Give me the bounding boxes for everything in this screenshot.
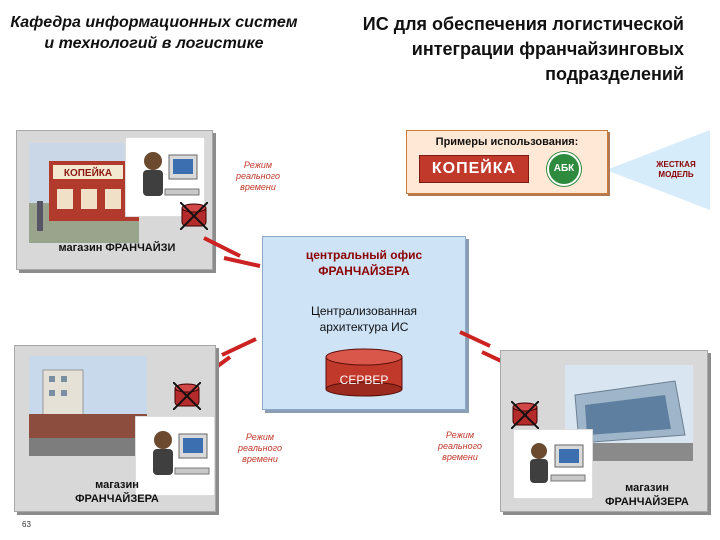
- hard-model-label: ЖЕСТКАЯ МОДЕЛЬ: [656, 160, 696, 179]
- examples-title: Примеры использования:: [435, 136, 579, 148]
- network-link-top: [203, 236, 261, 268]
- local-database-icon-left: [172, 381, 202, 411]
- abk-logo-text: АБК: [553, 163, 575, 174]
- franchisor-store-right-label: магазин ФРАНЧАЙЗЕРА: [605, 482, 689, 508]
- operator-at-computer-icon-right: [513, 429, 593, 499]
- realtime-label-top: Режим реального времени: [236, 160, 280, 192]
- architecture-label: Централизованная архитектура ИС: [310, 304, 418, 334]
- building-photo-left: [29, 356, 147, 456]
- local-database-icon-right: [511, 401, 539, 429]
- kopeika-logo-text: КОПЕЙКА: [431, 160, 517, 177]
- kopeika-logo: КОПЕЙКА: [419, 155, 529, 183]
- franchisor-store-right-panel: магазин ФРАНЧАЙЗЕРА: [500, 350, 708, 512]
- examples-box: Примеры использования: КОПЕЙКА АБК: [406, 130, 608, 194]
- realtime-label-right: Режим реального времени: [438, 430, 482, 462]
- server-label: СЕРВЕР: [339, 373, 389, 387]
- franchisor-store-left-label: магазин ФРАНЧАЙЗЕРА: [75, 479, 159, 505]
- franchisee-store-panel: КОПЕЙКА магазин ФРАНЧАЙЗИ: [16, 130, 213, 270]
- local-database-icon: [180, 202, 208, 230]
- department-title: Кафедра информационных систем и технолог…: [10, 14, 298, 52]
- svg-text:КОПЕЙКА: КОПЕЙКА: [64, 166, 112, 179]
- central-office-panel: центральный офис ФРАНЧАЙЗЕРА Централизов…: [262, 236, 466, 410]
- abk-logo: АБК: [547, 152, 581, 186]
- franchisor-store-left-panel: магазин ФРАНЧАЙЗЕРА: [14, 345, 216, 512]
- realtime-label-left: Режим реального времени: [238, 432, 282, 464]
- slide-number: 63: [22, 520, 31, 529]
- hard-model-triangle: [606, 130, 710, 210]
- operator-at-computer-icon-left: [135, 416, 215, 496]
- slide-title: ИС для обеспечения логистической интегра…: [362, 14, 684, 84]
- central-office-label: центральный офис ФРАНЧАЙЗЕРА: [305, 248, 423, 278]
- storefront-photo: КОПЕЙКА: [29, 143, 139, 243]
- franchisee-store-label: магазин ФРАНЧАЙЗИ: [58, 242, 176, 254]
- server-database-icon: [325, 348, 403, 397]
